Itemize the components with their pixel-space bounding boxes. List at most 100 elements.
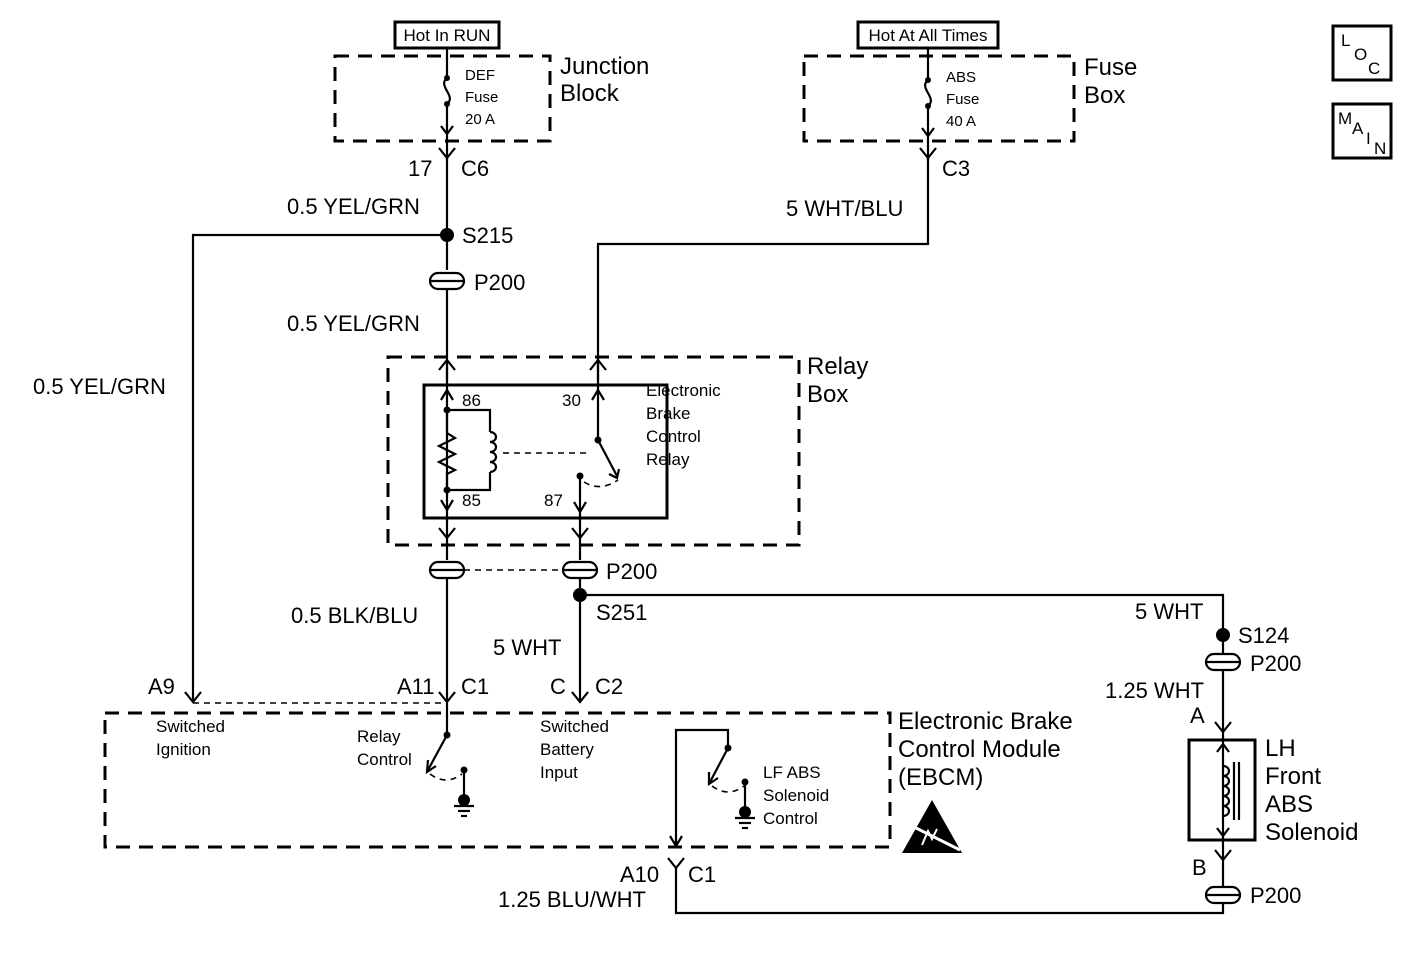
wire-yel-grn-mid: 0.5 YEL/GRN bbox=[287, 311, 420, 336]
p200-right-bottom-label: P200 bbox=[1250, 883, 1301, 908]
main-i: I bbox=[1366, 129, 1371, 148]
connector-c1-bottom: C1 bbox=[688, 862, 716, 887]
esd-warning-icon bbox=[902, 800, 962, 853]
hot-at-all-times-label: Hot At All Times bbox=[856, 20, 1000, 50]
p200-right-top-label: P200 bbox=[1250, 651, 1301, 676]
p200-mid-label: P200 bbox=[606, 559, 657, 584]
p200-right-top-connector-icon bbox=[1204, 652, 1242, 672]
pin-87: 87 bbox=[544, 491, 563, 510]
main-m: M bbox=[1338, 109, 1352, 128]
relay-coil-icon bbox=[436, 360, 498, 520]
relay-name-1: Electronic bbox=[646, 381, 721, 400]
p200-right-bottom-connector-icon bbox=[1204, 885, 1242, 905]
relay-body bbox=[422, 383, 669, 520]
wire-yel-grn-top: 0.5 YEL/GRN bbox=[287, 194, 420, 219]
hot-in-run-text: Hot In RUN bbox=[404, 26, 491, 45]
solenoid-title-3: ABS bbox=[1265, 791, 1313, 818]
connector-c2: C2 bbox=[595, 674, 623, 699]
solenoid-title-4: Solenoid bbox=[1265, 819, 1358, 846]
def-fuse-line2: Fuse bbox=[465, 89, 498, 106]
ebcm-outline bbox=[103, 711, 892, 849]
wire-wht-125: 1.25 WHT bbox=[1105, 678, 1204, 703]
def-fuse-icon bbox=[443, 77, 451, 105]
ebcm-title-3: (EBCM) bbox=[898, 764, 983, 791]
relay-box-title-2: Box bbox=[807, 381, 848, 408]
ebcm-title-2: Control Module bbox=[898, 736, 1061, 763]
junction-block-title-2: Block bbox=[560, 80, 620, 107]
junction-block-title-1: Junction bbox=[560, 53, 649, 80]
wire-yel-grn-left: 0.5 YEL/GRN bbox=[33, 374, 166, 399]
switched-ignition-1: Switched bbox=[156, 717, 225, 736]
switched-ignition-2: Ignition bbox=[156, 740, 211, 759]
def-fuse-line3: 20 A bbox=[465, 111, 495, 128]
pin-a10: A10 bbox=[620, 862, 659, 887]
def-fuse-line1: DEF bbox=[465, 67, 495, 84]
abs-fuse-line1: ABS bbox=[946, 69, 976, 86]
splice-s124-label: S124 bbox=[1238, 623, 1289, 648]
loc-o: O bbox=[1354, 45, 1367, 64]
ebcm-title-1: Electronic Brake bbox=[898, 708, 1073, 735]
splice-s215-label: S215 bbox=[462, 223, 513, 248]
p200-mid-left-connector-icon bbox=[428, 560, 466, 580]
switched-battery-2: Battery bbox=[540, 740, 594, 759]
switched-battery-3: Input bbox=[540, 763, 578, 782]
fuse-box-title-1: Fuse bbox=[1084, 54, 1137, 81]
fuse-box: ABS Fuse 40 A Fuse Box bbox=[802, 48, 1137, 160]
main-n: N bbox=[1374, 139, 1386, 158]
wire-blu-wht: 1.25 BLU/WHT bbox=[498, 887, 646, 912]
main-a: A bbox=[1352, 119, 1364, 138]
connector-c1-top: C1 bbox=[461, 674, 489, 699]
pin-30: 30 bbox=[562, 391, 581, 410]
junction-block: DEF Fuse 20 A Junction Block bbox=[333, 48, 649, 160]
wht-wire-right bbox=[580, 593, 1225, 655]
connector-c3: C3 bbox=[942, 156, 970, 181]
lf-abs-solenoid-switch-icon bbox=[669, 728, 755, 849]
pin-a11: A11 bbox=[397, 674, 435, 699]
hot-at-all-times-text: Hot At All Times bbox=[868, 26, 987, 45]
pin-17: 17 bbox=[408, 156, 432, 181]
wire-wht-5-right: 5 WHT bbox=[1135, 599, 1203, 624]
solenoid-coil-icon bbox=[1216, 740, 1241, 840]
lf-abs-2: Solenoid bbox=[763, 786, 829, 805]
relay-control-switch-icon bbox=[425, 703, 474, 818]
solenoid-pin-a: A bbox=[1190, 703, 1205, 728]
solenoid-title-2: Front bbox=[1265, 763, 1321, 790]
pin-c: C bbox=[550, 674, 566, 699]
relay-switch-icon bbox=[503, 360, 621, 520]
relay-name-3: Control bbox=[646, 427, 701, 446]
pin-a9: A9 bbox=[148, 674, 175, 699]
abs-fuse-line3: 40 A bbox=[946, 113, 976, 130]
relay-control-1: Relay bbox=[357, 727, 401, 746]
relay-box-outline bbox=[386, 355, 801, 547]
loc-badge[interactable]: L O C bbox=[1331, 24, 1393, 82]
abs-fuse-line2: Fuse bbox=[946, 91, 979, 108]
wire-blk-blu: 0.5 BLK/BLU bbox=[291, 603, 418, 628]
relay-name-4: Relay bbox=[646, 450, 690, 469]
relay-box-title-1: Relay bbox=[807, 353, 868, 380]
loc-c: C bbox=[1368, 59, 1380, 78]
wire-wht-blu: 5 WHT/BLU bbox=[786, 196, 903, 221]
splice-s124 bbox=[1216, 628, 1230, 642]
fuse-box-title-2: Box bbox=[1084, 82, 1125, 109]
relay-name-2: Brake bbox=[646, 404, 690, 423]
loc-l: L bbox=[1341, 31, 1350, 50]
hot-in-run-label: Hot In RUN bbox=[393, 20, 501, 50]
pin-85: 85 bbox=[462, 491, 481, 510]
solenoid-title-1: LH bbox=[1265, 735, 1296, 762]
main-badge[interactable]: M A I N bbox=[1331, 102, 1393, 160]
lf-abs-1: LF ABS bbox=[763, 763, 821, 782]
blu-wht-wire bbox=[674, 866, 1225, 915]
wire-wht-5-center: 5 WHT bbox=[493, 635, 561, 660]
yel-grn-wire-left bbox=[191, 233, 447, 700]
splice-s251-label: S251 bbox=[596, 600, 647, 625]
relay-control-2: Control bbox=[357, 750, 412, 769]
p200-top-label: P200 bbox=[474, 270, 525, 295]
solenoid-pin-b: B bbox=[1192, 855, 1207, 880]
p200-top-connector-icon bbox=[428, 271, 466, 291]
connector-c6: C6 bbox=[461, 156, 489, 181]
p200-mid-right-connector-icon bbox=[561, 560, 599, 580]
switched-battery-1: Switched bbox=[540, 717, 609, 736]
wht-blu-wire bbox=[596, 158, 930, 380]
pin-86: 86 bbox=[462, 391, 481, 410]
